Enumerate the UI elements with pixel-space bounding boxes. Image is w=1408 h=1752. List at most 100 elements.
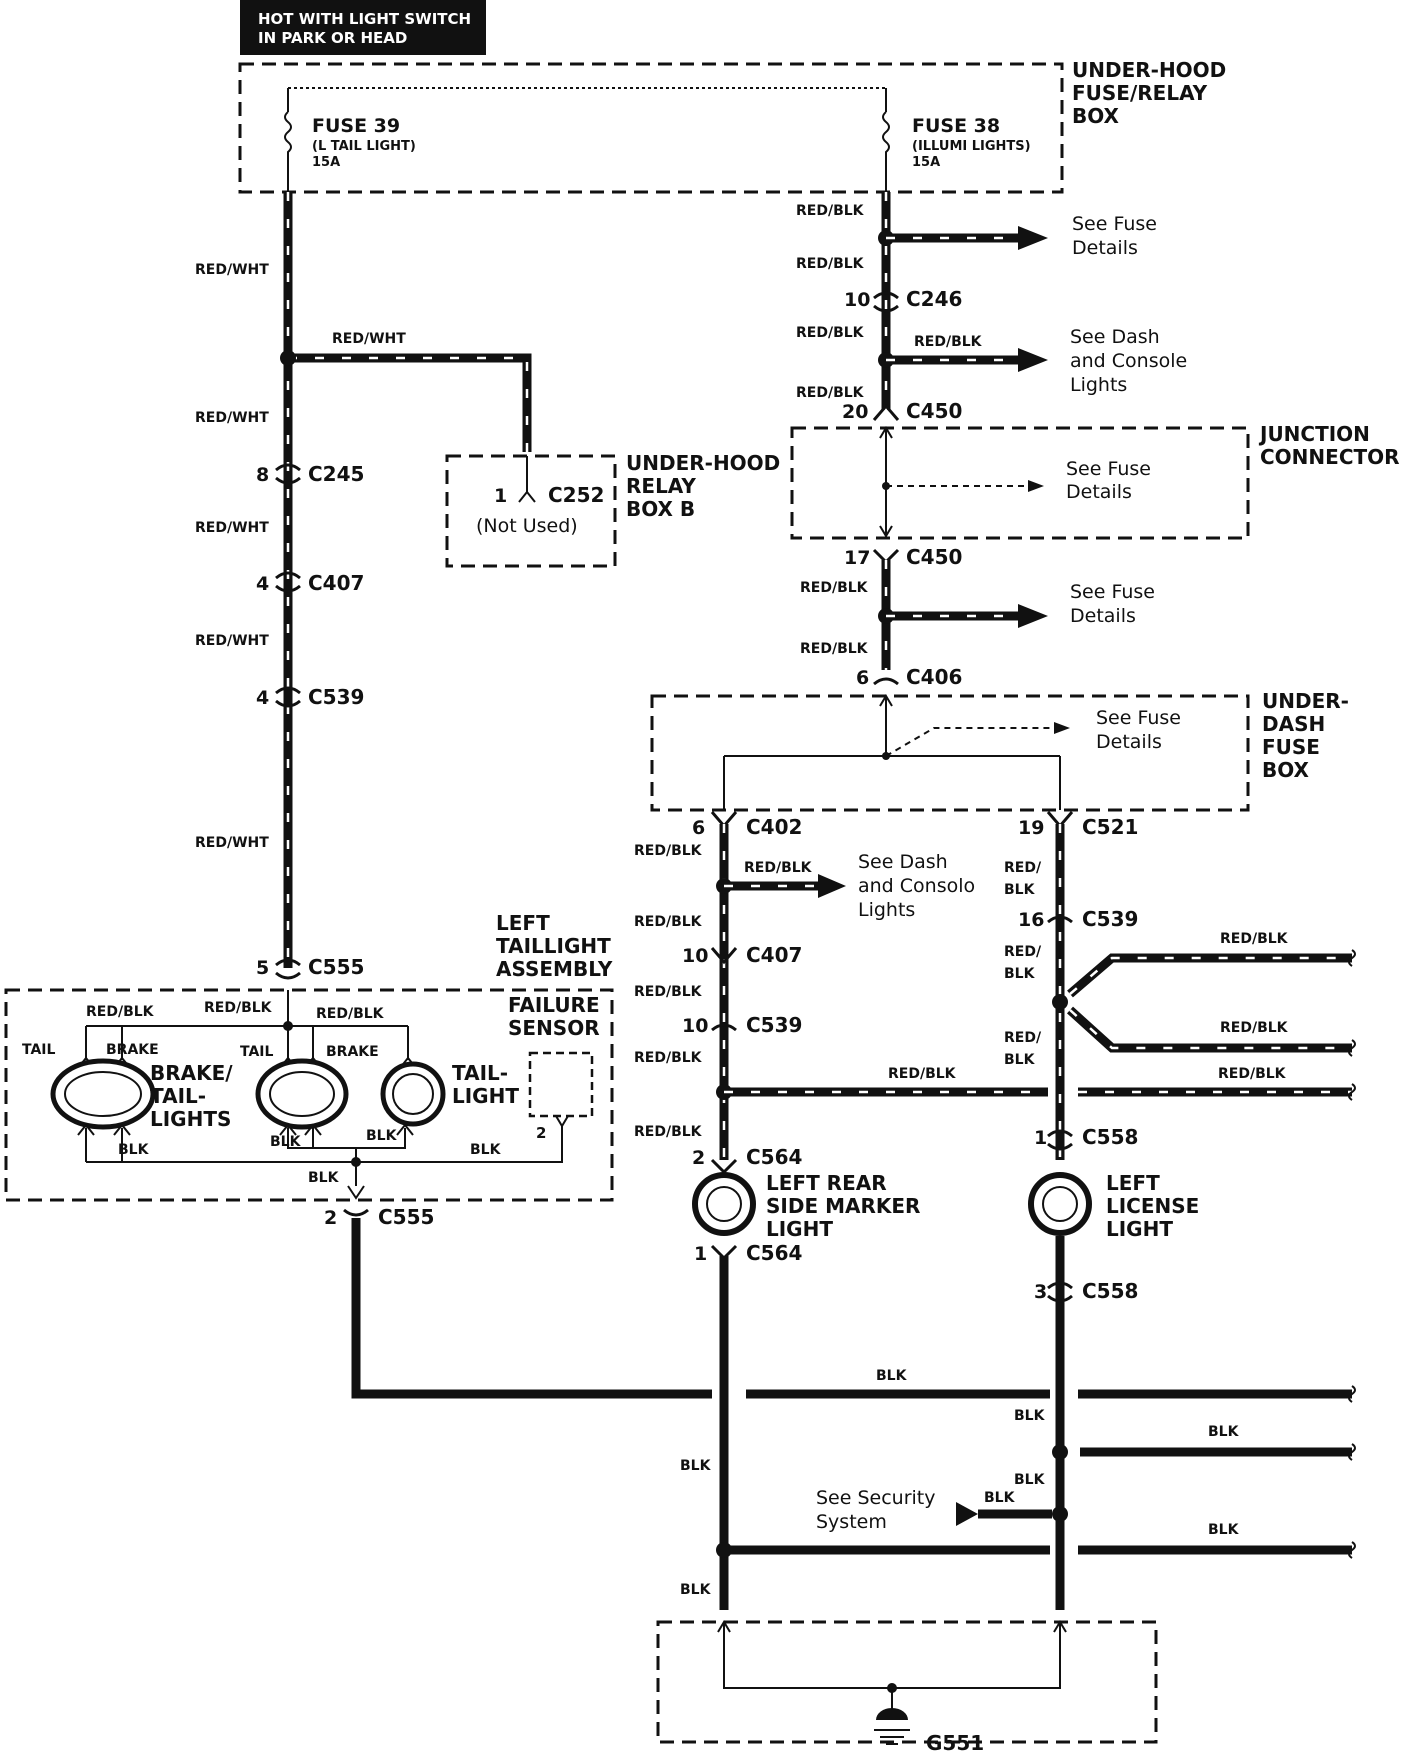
relay-box-b-label-2: RELAY — [626, 474, 696, 498]
note-fuse-details-3a: See Fuse — [1070, 581, 1155, 603]
wire-label-blk-sm-1: BLK — [680, 1458, 712, 1474]
connector-c246: C246 — [906, 287, 962, 311]
wire-blk-c555 — [351, 1218, 712, 1399]
wire-label-red-wht-3: RED/WHT — [195, 410, 269, 426]
side-marker-bulb — [692, 1172, 756, 1236]
tail-bulb — [380, 1061, 446, 1127]
wire-label-red-wht-2: RED/WHT — [332, 331, 406, 347]
note-dash-2a: See Dash — [858, 851, 948, 873]
connector-c558-bottom: C558 — [1082, 1279, 1138, 1303]
pin-10-c539: 10 — [682, 1015, 708, 1037]
failure-sensor-box — [528, 1051, 594, 1118]
relay-box-b-label-3: BOX B — [626, 497, 695, 521]
pin-6-c406: 6 — [856, 667, 869, 689]
pin-8-c245: 8 — [256, 464, 269, 486]
note-dash-1a: See Dash — [1070, 326, 1160, 348]
wire-label-red-wht-1: RED/WHT — [195, 262, 269, 278]
connector-c407-left: C407 — [308, 571, 364, 595]
pin-4-c407: 4 — [256, 573, 269, 595]
fuse-relay-box — [238, 62, 1064, 194]
note-fuse-details-3b: Details — [1070, 605, 1136, 627]
connector-c406: C406 — [906, 665, 962, 689]
connector-c402: C402 — [746, 815, 802, 839]
pin-1-c558: 1 — [1034, 1127, 1047, 1149]
tail-label-2: TAIL — [240, 1044, 274, 1060]
note-dash-1c: Lights — [1070, 374, 1127, 396]
wire-label-tl-blk-1: BLK — [118, 1142, 150, 1158]
connector-c450-bottom: C450 — [906, 545, 962, 569]
wire-label-rb-5: RED/BLK — [914, 334, 983, 350]
pin-1-c564: 1 — [694, 1243, 707, 1265]
wire-label-rb-2: RED/BLK — [796, 256, 865, 272]
taillight-label-1: LEFT — [496, 911, 550, 935]
wire-label-rb-13: RED/BLK — [744, 860, 813, 876]
wire-label-rb-1: RED/BLK — [796, 203, 865, 219]
connector-c539-left: C539 — [308, 685, 364, 709]
splice-license — [1052, 994, 1068, 1010]
connector-c450-top: C450 — [906, 399, 962, 423]
wire-label-rb-9: RED/BLK — [634, 914, 703, 930]
connector-c521: C521 — [1082, 815, 1138, 839]
side-marker-label-3: LIGHT — [766, 1217, 833, 1241]
pin-3-c558: 3 — [1034, 1281, 1047, 1303]
wire-red-wht-branch — [288, 353, 532, 452]
wire-label-tl-blk-2: BLK — [270, 1134, 302, 1150]
connector-c555-top: C555 — [308, 955, 364, 979]
connector-c564-top: C564 — [746, 1145, 802, 1169]
pin-2-c564: 2 — [692, 1147, 705, 1169]
wire-label-rb-3: RED/BLK — [796, 325, 865, 341]
brake-tail-bulb-2 — [255, 1058, 349, 1130]
brake-tail-label-2: TAIL- — [150, 1084, 206, 1108]
brake-tail-label-1: BRAKE/ — [150, 1061, 233, 1085]
wire-label-red-3: RED/ — [1004, 1030, 1042, 1046]
wire-label-blk-lic-2: BLK — [1014, 1472, 1046, 1488]
header-line-2: IN PARK OR HEAD — [258, 29, 407, 47]
wire-label-tl-red-blk-2: RED/BLK — [204, 1000, 273, 1016]
fuse-38-rating: 15A — [912, 155, 940, 170]
pin-6-c402: 6 — [692, 817, 705, 839]
license-label-1: LEFT — [1106, 1171, 1160, 1195]
connector-c564-bottom: C564 — [746, 1241, 802, 1265]
brake-label-2: BRAKE — [326, 1044, 379, 1060]
wire-label-blk-main: BLK — [876, 1368, 908, 1384]
wire-label-red-wht-5: RED/WHT — [195, 633, 269, 649]
wire-label-rb-16: RED/BLK — [1220, 1020, 1289, 1036]
wire-label-rb-15: RED/BLK — [1220, 931, 1289, 947]
under-dash-label-2: DASH — [1262, 712, 1325, 736]
note-dash-1b: and Console — [1070, 350, 1187, 372]
wire-label-red-2: RED/ — [1004, 944, 1042, 960]
taillight-bulb-label-2: LIGHT — [452, 1084, 519, 1108]
license-label-3: LIGHT — [1106, 1217, 1173, 1241]
wire-label-tl-blk-3: BLK — [366, 1128, 398, 1144]
note-dash-2b: and Consolo — [858, 875, 975, 897]
wire-label-blk-part-3: BLK — [1004, 1052, 1036, 1068]
fuse-box-label-1: UNDER-HOOD — [1072, 58, 1226, 82]
wire-label-blk-sm-2: BLK — [680, 1582, 712, 1598]
taillight-label-3: ASSEMBLY — [496, 957, 613, 981]
pin-17-c450: 17 — [844, 547, 870, 569]
header-line-1: HOT WITH LIGHT SWITCH — [258, 10, 471, 28]
pin-1-c252: 1 — [494, 485, 507, 507]
pin-2-c555: 2 — [324, 1207, 337, 1229]
wire-label-tl-blk-5: BLK — [308, 1170, 340, 1186]
wire-label-red-wht-6: RED/WHT — [195, 835, 269, 851]
pin-10-c407: 10 — [682, 945, 708, 967]
wire-label-rb-10: RED/BLK — [634, 984, 703, 1000]
wire-label-rb-7: RED/BLK — [800, 641, 869, 657]
fuse-39-desc: (L TAIL LIGHT) — [312, 139, 416, 154]
fuse-box-label-3: BOX — [1072, 104, 1120, 128]
ground-g551: G551 — [926, 1731, 984, 1752]
fuse-box-label-2: FUSE/RELAY — [1072, 81, 1208, 105]
pin-5-c555: 5 — [256, 957, 269, 979]
pin-2-sensor: 2 — [536, 1124, 546, 1142]
failure-sensor-label-1: FAILURE — [508, 993, 600, 1017]
splice-red-wht — [280, 350, 296, 366]
note-fuse-details-1b: Details — [1072, 237, 1138, 259]
splice-blk-right-2 — [1052, 1506, 1068, 1522]
junction-connector-box — [790, 426, 1250, 540]
fuse-38-name: FUSE 38 — [912, 115, 1000, 137]
relay-box-b — [445, 454, 617, 568]
wire-label-blk-lic-1: BLK — [1014, 1408, 1046, 1424]
note-security-a: See Security — [816, 1487, 936, 1509]
